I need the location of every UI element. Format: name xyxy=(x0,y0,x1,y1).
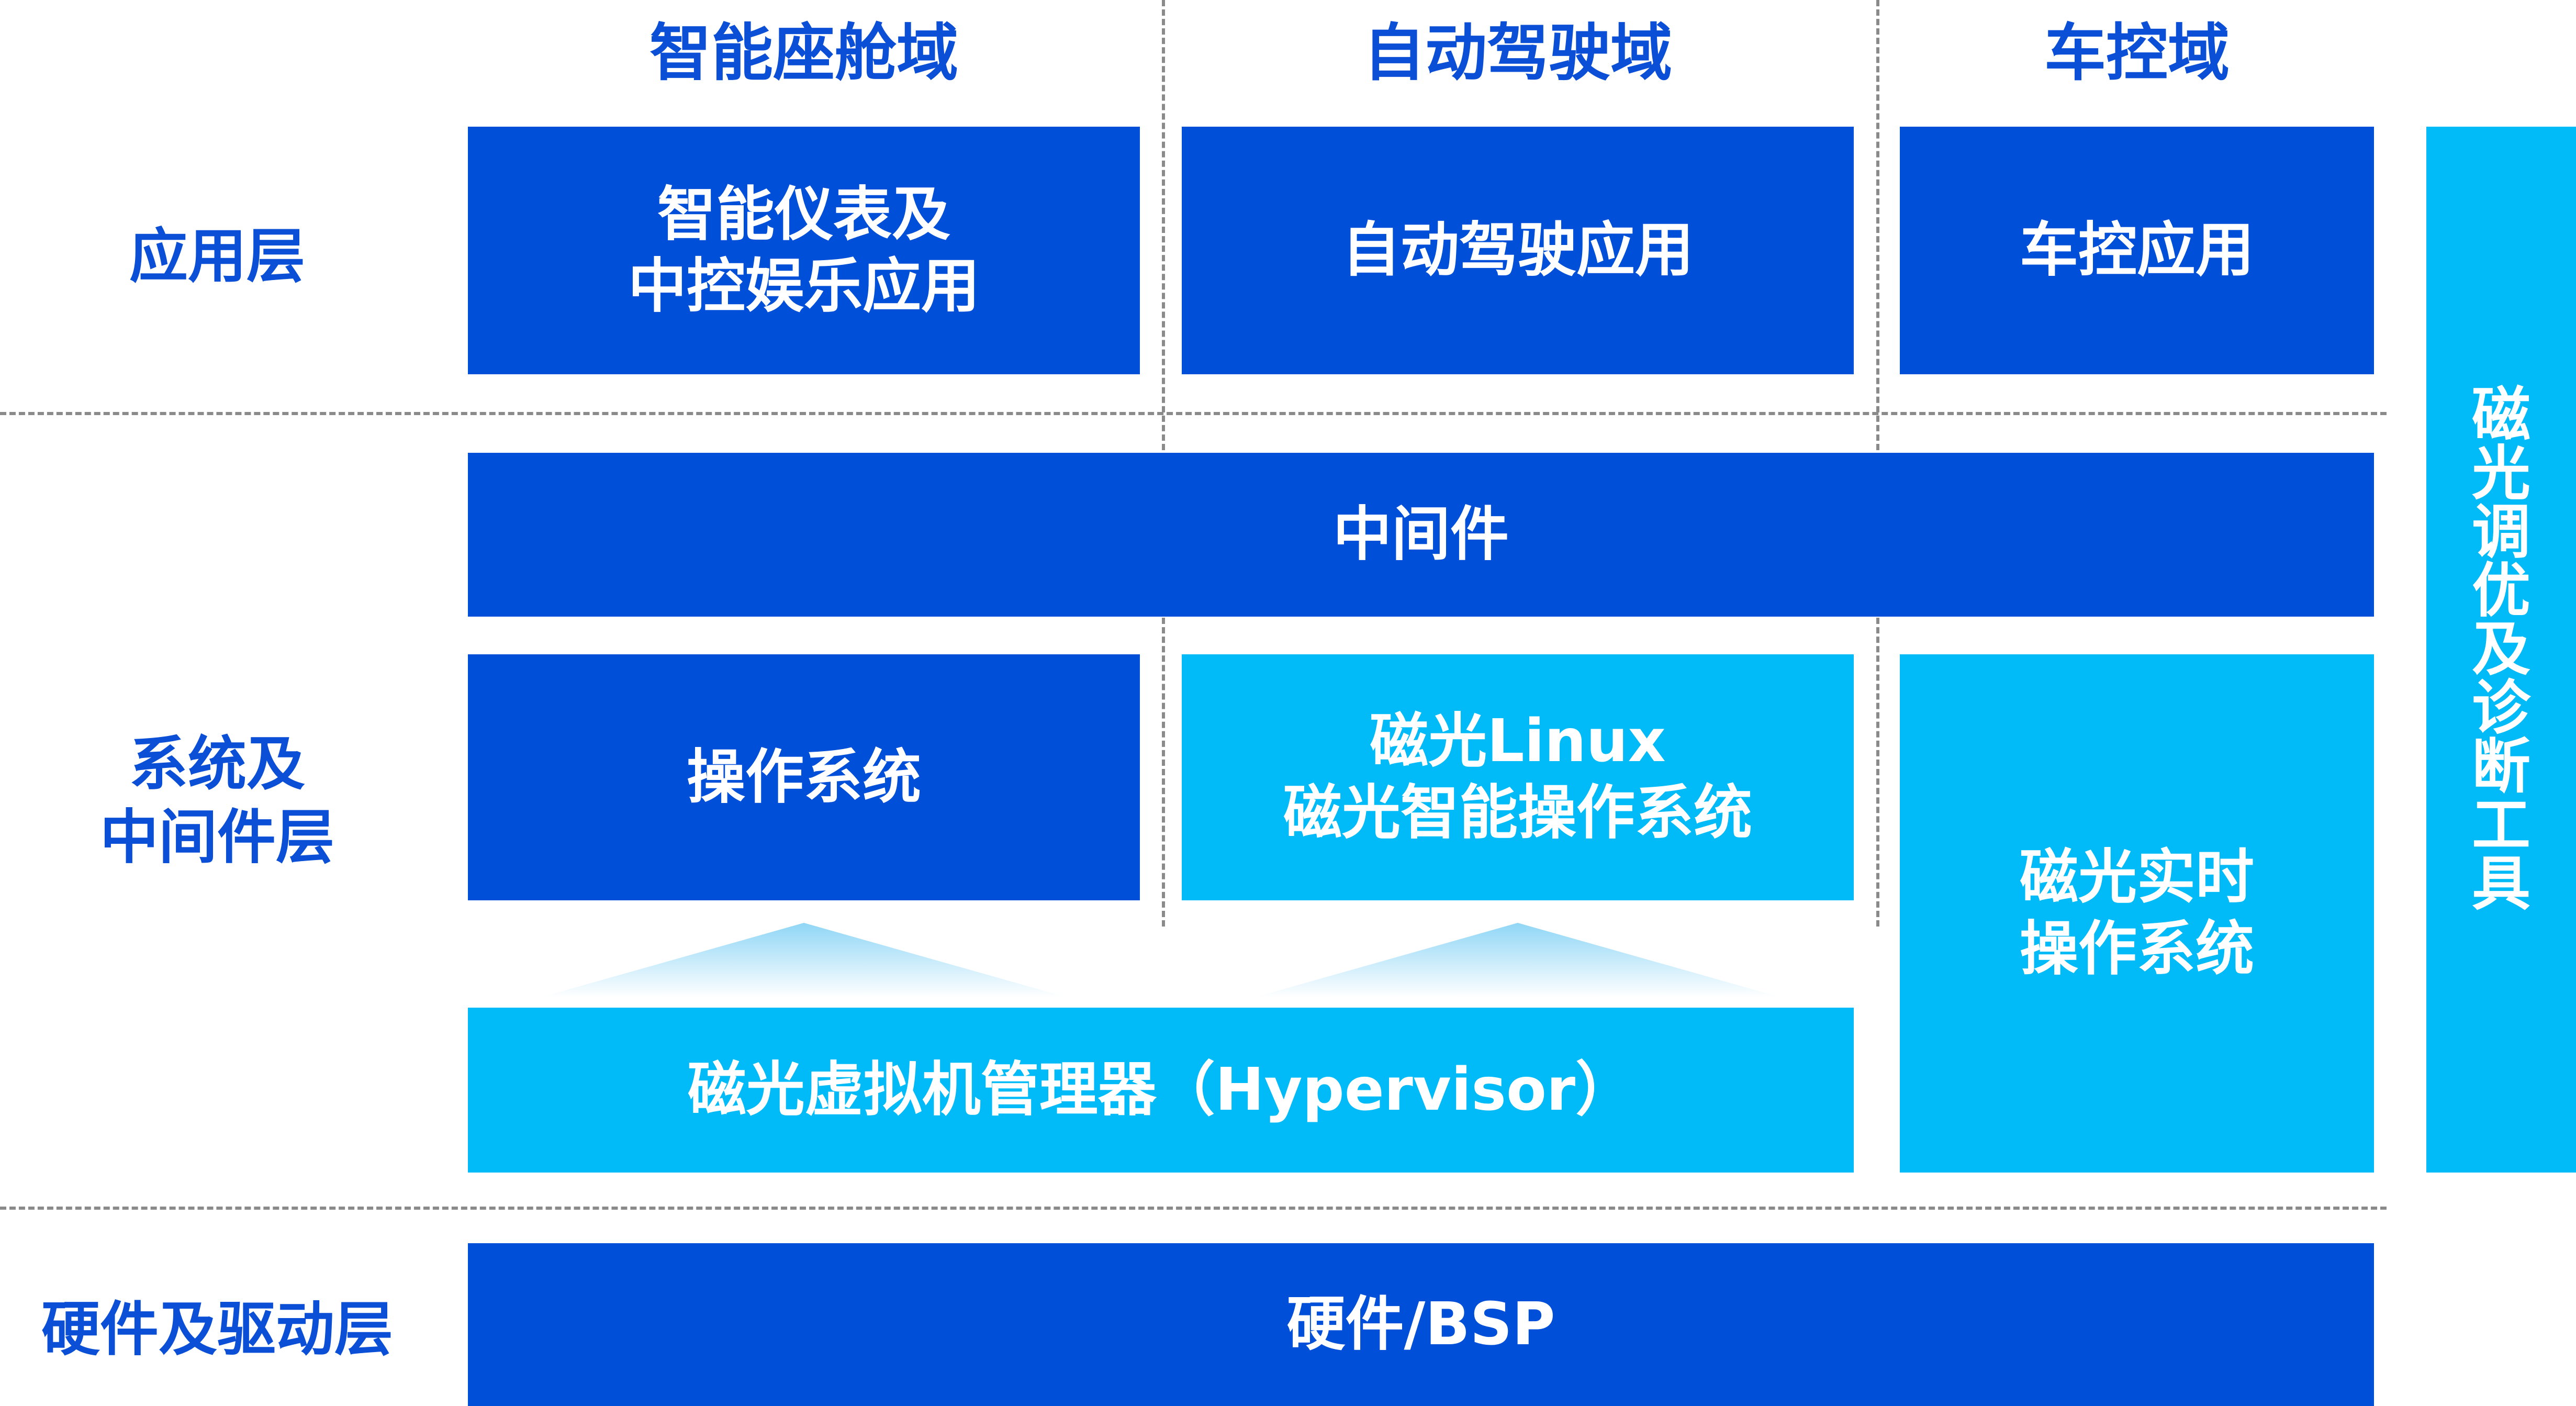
rtos-line1: 磁光实时 xyxy=(2020,843,2254,912)
tools-label-char: 断 xyxy=(2472,733,2530,801)
divider-system-hardware xyxy=(0,1207,2387,1210)
rtos-line2: 操作系统 xyxy=(2020,915,2254,983)
vehicle-control-app-box: 车控应用 xyxy=(1900,127,2374,374)
arrow-to-linux-os xyxy=(1255,923,1780,997)
divider-col2-col3-mid xyxy=(1876,618,1879,927)
autonomous-app-box: 自动驾驶应用 xyxy=(1182,127,1854,374)
hardware-box: 硬件/BSP xyxy=(468,1243,2374,1406)
linux-os-line1: 磁光Linux xyxy=(1370,707,1666,776)
tools-label: 磁光调优及诊断工具 xyxy=(2472,386,2530,913)
linux-os-box: 磁光Linux 磁光智能操作系统 xyxy=(1182,654,1854,900)
divider-col2-col3-top xyxy=(1876,0,1879,450)
divider-app-system xyxy=(0,412,2387,415)
divider-col1-col2-top xyxy=(1162,0,1165,450)
tools-label-char: 诊 xyxy=(2472,674,2530,742)
layer-label-system-line1: 系统及 xyxy=(129,730,305,798)
tools-label-char: 工 xyxy=(2472,791,2530,860)
divider-col1-col2-mid xyxy=(1162,618,1165,927)
column-header-vehicle-control: 车控域 xyxy=(2044,16,2230,89)
tools-label-char: 优 xyxy=(2472,557,2530,625)
tools-label-char: 具 xyxy=(2472,850,2530,918)
layer-label-hardware: 硬件及驱动层 xyxy=(41,1296,393,1364)
tools-label-char: 磁 xyxy=(2472,381,2530,449)
rtos-box: 磁光实时 操作系统 xyxy=(1900,654,2374,1173)
cockpit-app-box: 智能仪表及 中控娱乐应用 xyxy=(468,127,1140,374)
layer-label-application: 应用层 xyxy=(129,222,305,291)
column-header-autonomous: 自动驾驶域 xyxy=(1363,16,1672,89)
tools-label-char: 及 xyxy=(2472,616,2530,684)
hypervisor-to-os-arrows xyxy=(541,923,1780,997)
layer-label-system-line2: 中间件层 xyxy=(100,804,334,872)
tuning-diagnostic-tools-bar: 磁光调优及诊断工具 xyxy=(2426,127,2576,1173)
layer-label-system-middleware: 系统及 中间件层 xyxy=(0,722,434,879)
cockpit-app-line2: 中控娱乐应用 xyxy=(628,252,980,320)
os-box: 操作系统 xyxy=(468,654,1140,900)
arrow-to-os xyxy=(541,923,1067,997)
tools-label-char: 调 xyxy=(2472,498,2530,566)
column-header-cockpit: 智能座舱域 xyxy=(649,16,958,89)
cockpit-app-line1: 智能仪表及 xyxy=(657,180,950,249)
middleware-box: 中间件 xyxy=(468,453,2374,617)
tools-label-char: 光 xyxy=(2472,440,2530,508)
linux-os-line2: 磁光智能操作系统 xyxy=(1283,779,1752,847)
hypervisor-box: 磁光虚拟机管理器（Hypervisor） xyxy=(468,1008,1854,1173)
tools-label-text: 磁光调优及诊断工具 xyxy=(2472,386,2530,913)
